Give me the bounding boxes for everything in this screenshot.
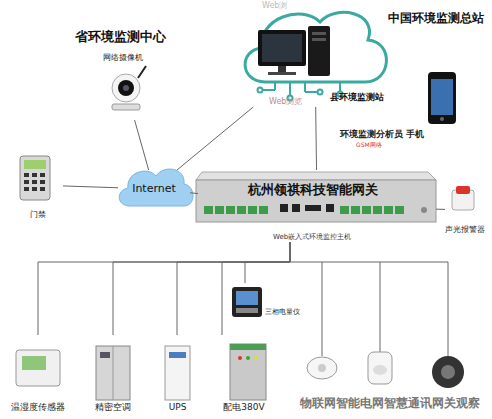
infrared-sensor-icon: [368, 352, 392, 384]
connector-line: [436, 209, 445, 210]
node-title: 声光报警器: [445, 226, 485, 235]
node-title: 三相电量仪: [265, 309, 300, 317]
phone-icon: [428, 72, 456, 124]
node-title: 温湿度传感器: [2, 403, 74, 413]
node-subtitle: Web嵌入式环境监控主机: [273, 234, 351, 242]
site-label: 省环境监测中心: [75, 30, 166, 44]
connector-line: [222, 242, 290, 335]
site-label: 县环境监测站: [330, 93, 384, 103]
node-title: 网络摄像机: [103, 54, 143, 63]
connector-line: [315, 107, 317, 170]
connector-line: [135, 120, 149, 170]
connector-line: [38, 242, 290, 335]
server-cloud: Web浏览: [245, 5, 385, 107]
gateway-device: [196, 172, 436, 222]
node-title: 精密空调: [88, 403, 138, 413]
cloud-outline: [245, 12, 386, 82]
faint-label: Web浏: [262, 2, 287, 11]
connector-line: [190, 192, 198, 194]
node-title: Internet: [118, 183, 190, 195]
network-label: GSM网络: [356, 142, 382, 149]
gateway-node: 杭州领祺科技智能网关 Web嵌入式环境监控主机: [198, 170, 436, 242]
device-node: 温湿度传感器: [2, 335, 74, 413]
connector-line: [177, 107, 253, 170]
phone-node: 环境监测分析员 手机: [340, 70, 462, 140]
computer-icon: [258, 26, 330, 76]
aircon-icon: [96, 346, 130, 400]
water-sensor-icon: [432, 356, 464, 388]
access-node: 门禁: [8, 150, 63, 220]
device-node: 精密空调: [88, 335, 138, 413]
connector-line: [113, 242, 290, 335]
device-node: UPS: [155, 335, 200, 413]
node-title: 门禁: [30, 211, 46, 220]
device-node: 配电380V: [212, 335, 276, 413]
node-title: 环境监测分析员 手机: [340, 130, 424, 140]
keypad-icon: [20, 156, 50, 200]
power-cabinet-icon: [230, 344, 266, 400]
node-title: 杭州领祺科技智能网关: [248, 183, 378, 197]
bus-wires: [290, 262, 448, 356]
connector-line: [63, 186, 118, 188]
meter-node: 三相电量仪: [228, 283, 306, 328]
camera-node: 网络摄像机: [95, 52, 155, 120]
ups-icon: [165, 346, 190, 400]
node-title: 配电380V: [212, 403, 276, 413]
alarm-icon: [452, 186, 474, 210]
internet-node: Internet: [118, 170, 190, 208]
site-label: 中国环境监测总站: [388, 12, 484, 25]
smoke-sensor-icon: [307, 357, 337, 379]
th-sensor-icon: [16, 350, 60, 386]
camera-icon: [112, 66, 146, 110]
connector-line: [177, 242, 290, 335]
watermark: 物联网智能电网智慧通讯网关观察: [300, 397, 480, 410]
meter-icon: [232, 287, 262, 317]
alarm-node: 声光报警器: [445, 185, 490, 235]
node-title: Web浏览: [269, 98, 302, 107]
node-title: UPS: [155, 403, 200, 413]
